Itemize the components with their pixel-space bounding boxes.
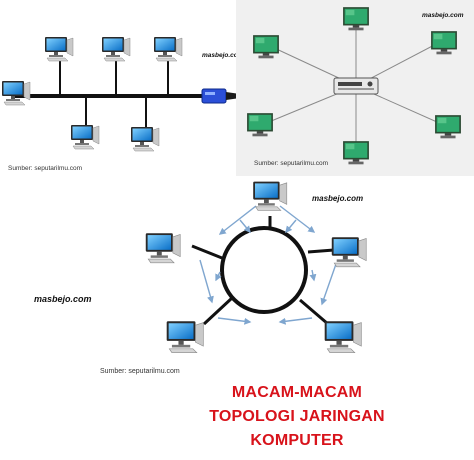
ring-topology-diagram: masbejo.com Sumber: seputarilmu.com bbox=[100, 176, 420, 388]
star-computer-icon bbox=[253, 35, 279, 59]
ring-spoke-line bbox=[191, 244, 223, 260]
star-computer-icon bbox=[343, 141, 369, 165]
bus-topology-drawing bbox=[1, 36, 240, 152]
ring-computer-icon bbox=[166, 320, 204, 354]
ring-flow-arrow bbox=[279, 205, 316, 233]
bus-watermark: masbejo.com bbox=[202, 52, 244, 59]
ring-computer-icon bbox=[324, 320, 362, 354]
star-computer-icon bbox=[431, 31, 457, 55]
ring-watermark: masbejo.com bbox=[312, 194, 364, 203]
title-line-1: MACAM-MACAM bbox=[231, 384, 363, 401]
title-line-3: KOMPUTER bbox=[250, 432, 344, 449]
network-hub-icon bbox=[333, 77, 379, 95]
star-computer-icon bbox=[247, 113, 273, 137]
side-watermark: masbejo.com bbox=[34, 294, 92, 304]
ring-flow-arrow bbox=[217, 317, 252, 325]
bus-source-caption: Sumber: seputarilmu.com bbox=[8, 165, 83, 172]
ring-flow-arrow bbox=[239, 219, 251, 234]
bus-computer-icon bbox=[101, 36, 131, 62]
ring-spoke-line bbox=[202, 296, 234, 326]
bus-computer-icon bbox=[153, 36, 183, 62]
ring-flow-arrow bbox=[218, 205, 257, 235]
ring-flow-arrow bbox=[309, 269, 317, 282]
star-source-caption: Sumber: seputarilmu.com bbox=[254, 160, 329, 167]
ring-flow-arrow bbox=[320, 263, 337, 306]
ring-topology-drawing bbox=[145, 181, 367, 354]
ring-flow-arrow bbox=[285, 219, 297, 234]
ring-computer-icon bbox=[145, 232, 181, 264]
star-computer-icon bbox=[435, 115, 461, 139]
star-watermark: masbejo.com bbox=[422, 12, 464, 19]
ring-flow-arrow bbox=[199, 259, 214, 304]
bus-computer-icon bbox=[1, 80, 31, 106]
bus-computer-icon bbox=[130, 126, 160, 152]
ring-flow-arrow bbox=[278, 317, 313, 325]
ring-loop bbox=[220, 226, 308, 314]
title-line-2: TOPOLOGI JARINGAN bbox=[209, 408, 385, 425]
star-topology-drawing bbox=[247, 7, 461, 165]
ring-computer-icon bbox=[252, 181, 288, 211]
ring-source-caption: Sumber: seputarilmu.com bbox=[100, 368, 180, 375]
ring-spoke-line bbox=[307, 248, 335, 254]
bus-computer-icon bbox=[70, 124, 100, 150]
star-computer-icon bbox=[343, 7, 369, 31]
bus-terminator-icon bbox=[201, 88, 240, 104]
ring-spoke-line bbox=[299, 298, 329, 326]
star-topology-diagram: masbejo.com Sumber: seputarilmu.com bbox=[236, 0, 474, 176]
bus-topology-diagram: masbejo.com Sumber: seputarilmu.com bbox=[0, 0, 250, 180]
bus-computer-icon bbox=[44, 36, 74, 62]
ring-flow-arrow bbox=[215, 271, 222, 282]
ring-computer-icon bbox=[331, 236, 367, 268]
